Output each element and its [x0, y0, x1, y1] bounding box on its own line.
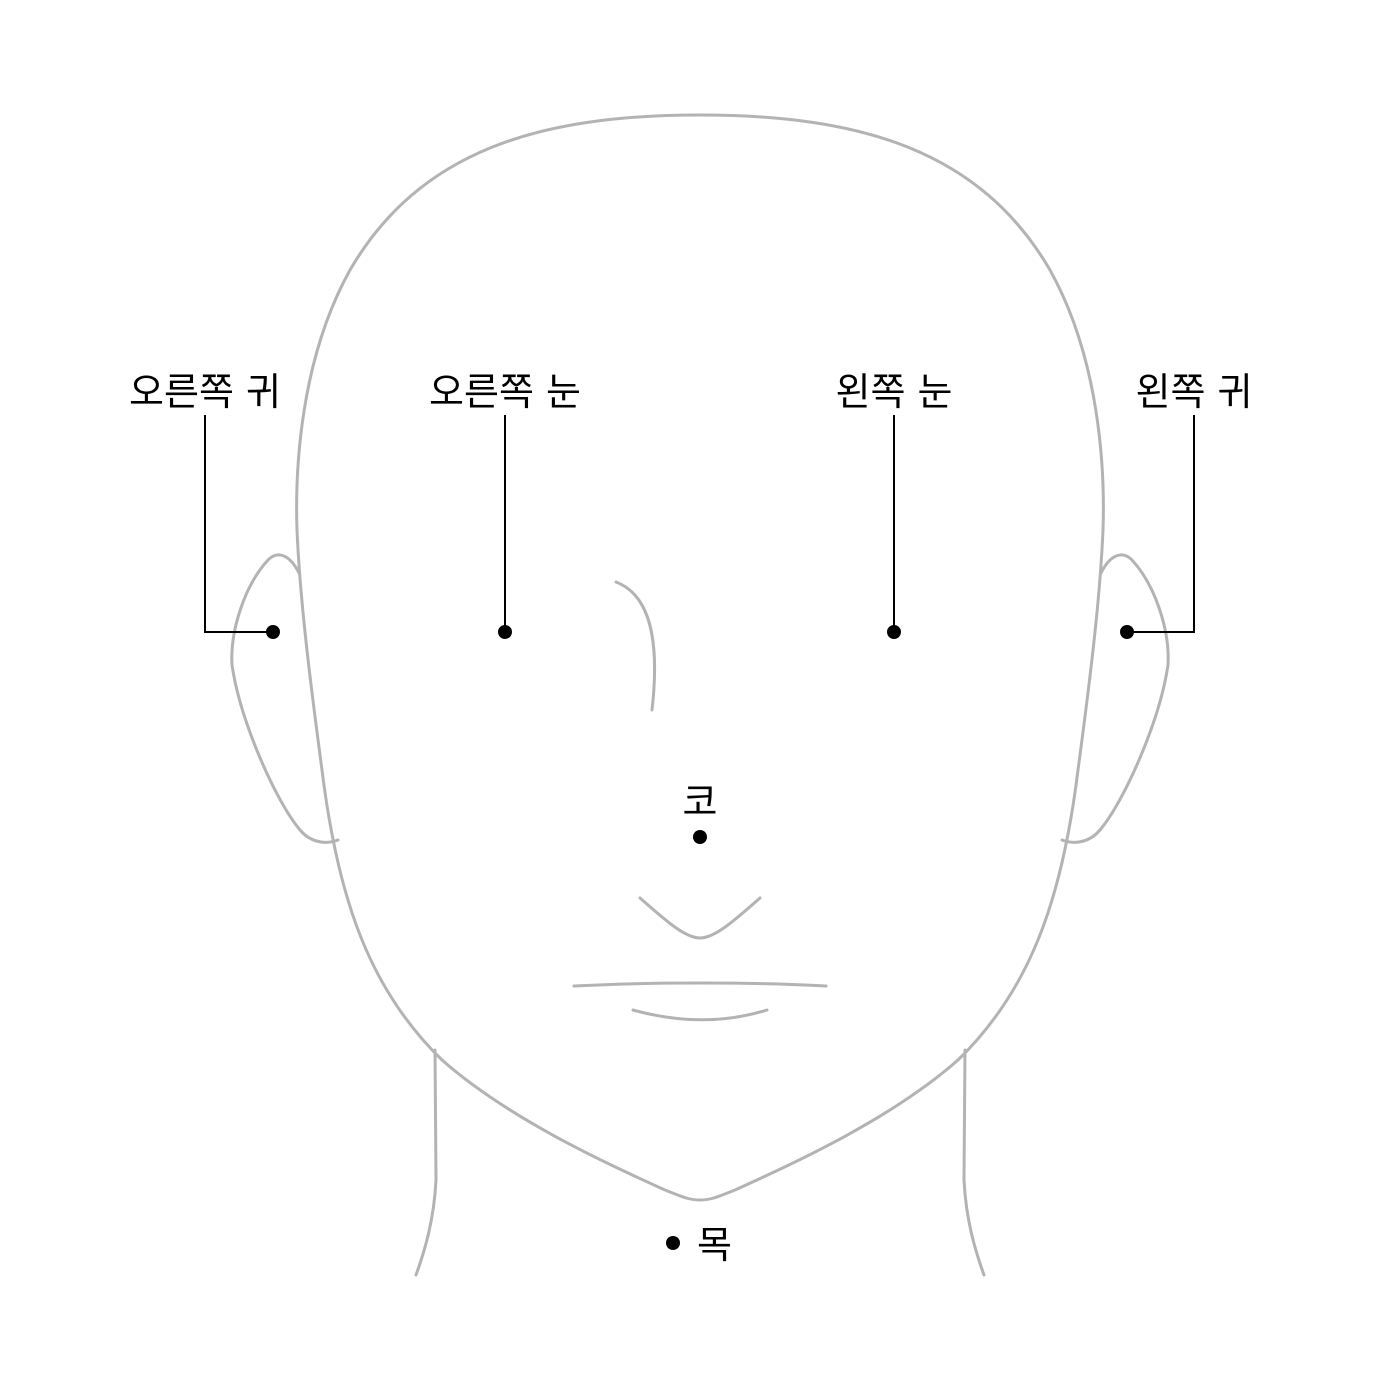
right-eye-marker — [498, 625, 512, 639]
left-ear-outline — [1060, 553, 1170, 844]
right-ear-leader-line — [204, 415, 273, 633]
right-ear-label: 오른쪽 귀 — [129, 370, 281, 414]
neck-left-line — [414, 1048, 438, 1277]
left-ear-marker — [1120, 625, 1134, 639]
nose-marker — [693, 830, 707, 844]
nose-bridge-line — [614, 580, 657, 712]
right-ear-marker — [266, 625, 280, 639]
left-eye-label: 왼쪽 눈 — [836, 370, 953, 414]
neck-right-line — [962, 1048, 986, 1277]
neck-marker — [666, 1236, 680, 1250]
lower-lip-line — [631, 1008, 769, 1022]
left-ear-label: 왼쪽 귀 — [1136, 370, 1253, 414]
nose-tip-line — [638, 896, 762, 940]
head-outline — [295, 113, 1105, 1202]
mouth-line — [572, 981, 828, 988]
left-ear-leader-line — [1127, 415, 1195, 633]
right-eye-label: 오른쪽 눈 — [429, 370, 581, 414]
left-eye-marker — [887, 625, 901, 639]
nose-label: 코 — [683, 780, 718, 824]
neck-label: 목 — [697, 1223, 732, 1267]
right-ear-outline — [230, 553, 340, 844]
